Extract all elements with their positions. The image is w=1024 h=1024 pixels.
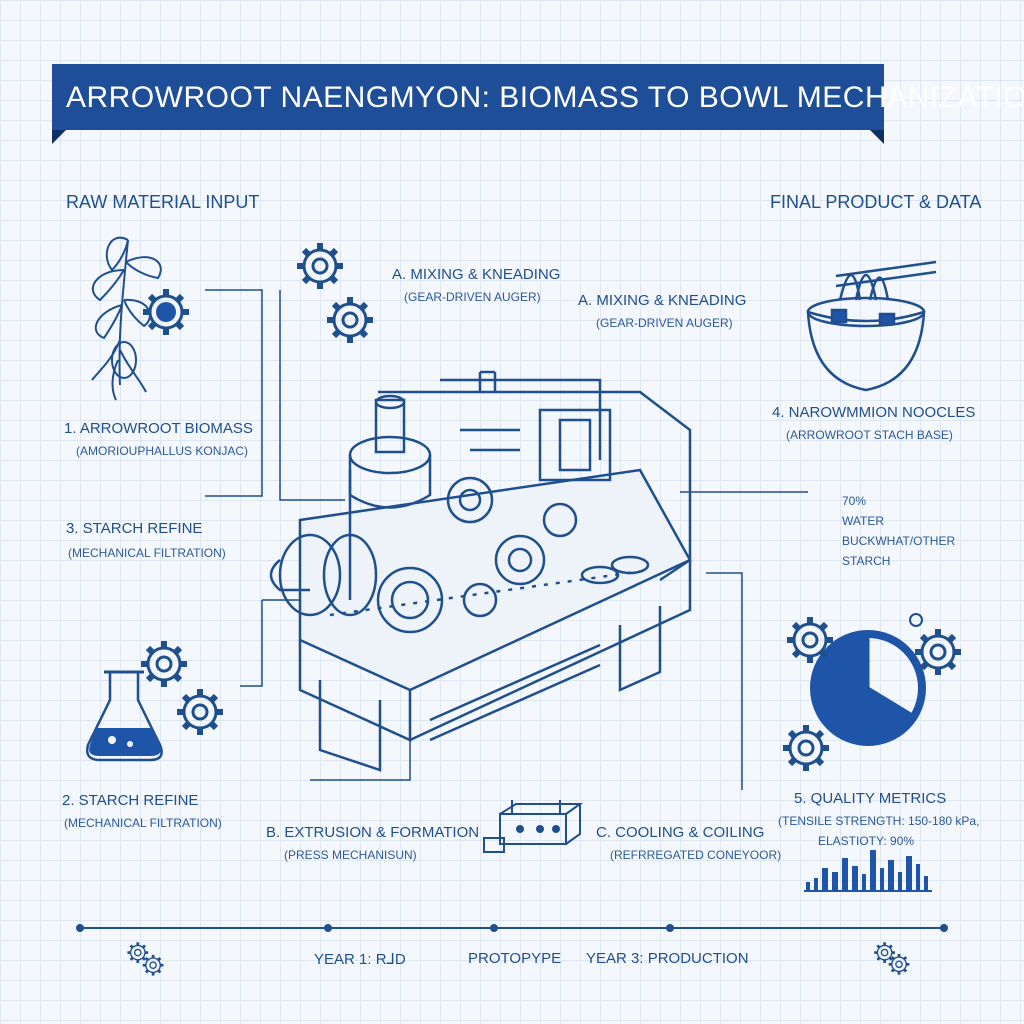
starch-refine-2-title: 2. STARCH REFINE: [62, 792, 199, 809]
banner-fold-right: [870, 130, 884, 144]
noodle-bowl-icon: [806, 260, 937, 392]
mixing-b-title: A. MIXING & KNEADING: [578, 292, 747, 309]
cooling-sub: (REFRREGATED CONEYOOR): [610, 848, 782, 862]
title-banner: [52, 64, 884, 130]
cooling-title: C. COOLING & COILING: [596, 824, 765, 841]
raw-material-header: RAW MATERIAL INPUT: [66, 192, 260, 212]
mixing-gears-icon: [297, 243, 373, 343]
composition-percent: 70%: [842, 494, 867, 508]
starch-refine-3-sub: (MECHANICAL FILTRATION): [68, 546, 226, 560]
biomass-sub: (AMORIOUPHALLUS KONJAC): [76, 444, 249, 458]
flask-gears-icon: [86, 641, 223, 762]
timeline-gear-icon-right: [872, 940, 911, 977]
noodle-machine-illustration: [269, 370, 692, 772]
noodles-title: 4. NAROWMMION NOOCLES: [772, 404, 976, 421]
quality-title: 5. QUALITY METRICS: [794, 790, 947, 807]
biomass-title: 1. ARROWROOT BIOMASS: [64, 420, 253, 437]
composition-line3: STARCH: [842, 554, 891, 568]
noodles-sub: (ARROWROOT STACH BASE): [786, 428, 953, 442]
page-title: ARROWROOT NAENGMYON: BIOMASS TO BOWL MEC…: [66, 81, 1024, 114]
timeline-year1: YEAR 1: R⅃D: [314, 951, 406, 968]
timeline-prototype: PROTOPYPE: [468, 950, 562, 967]
starch-refine-2-sub: (MECHANICAL FILTRATION): [64, 816, 222, 830]
mixing-b-sub: (GEAR-DRIVEN AUGER): [596, 316, 733, 330]
mixing-a-title: A. MIXING & KNEADING: [392, 266, 561, 283]
extrusion-sub: (PRESS MECHANISUN): [284, 848, 417, 862]
quality-pie-chart: [783, 613, 961, 771]
timeline-axis: [76, 924, 948, 932]
banner-fold-left: [52, 130, 66, 144]
timeline-year3: YEAR 3: PRODUCTION: [586, 950, 749, 967]
composition-line1: WATER: [842, 514, 884, 528]
starch-refine-3-title: 3. STARCH REFINE: [66, 520, 203, 537]
composition-line2: BUCKWHAT/OTHER: [842, 534, 956, 548]
timeline-gear-icon-left: [126, 940, 165, 977]
mixing-a-sub: (GEAR-DRIVEN AUGER): [404, 290, 541, 304]
extrusion-title: B. EXTRUSION & FORMATION: [266, 824, 480, 841]
final-product-header: FINAL PRODUCT & DATA: [770, 192, 982, 212]
quality-line2: ELASTIOTY: 90%: [818, 834, 915, 848]
press-mechanism-icon: [483, 800, 584, 853]
quality-bar-sparkline: [804, 850, 932, 892]
quality-line1: (TENSILE STRENGTH: 150-180 kPa,: [778, 814, 980, 828]
arrowroot-plant-icon: [91, 236, 162, 401]
